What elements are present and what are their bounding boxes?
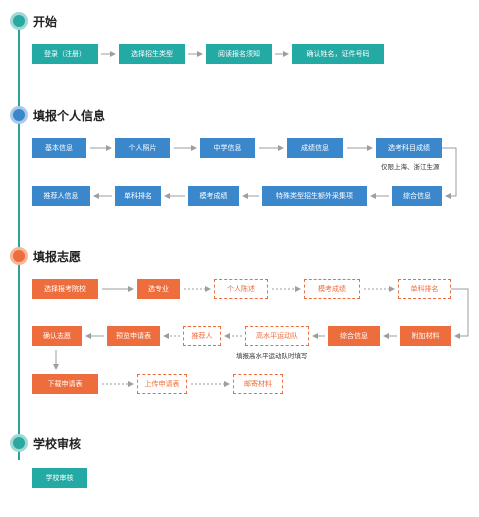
section-volunteer-title: 填报志愿: [33, 250, 82, 264]
step-basic-info: 基本信息: [32, 138, 86, 158]
step-mock-exam-2: 模考成绩: [304, 279, 360, 299]
section-review-icon: [10, 434, 28, 452]
elective-note: 仅限上海、浙江生源: [381, 163, 440, 171]
step-grades: 成绩信息: [287, 138, 343, 158]
section-start-title: 开始: [33, 15, 58, 29]
arrow: [442, 147, 457, 199]
step-upload-form: 上传申请表: [137, 374, 187, 394]
step-confirm-id: 确认姓名，证件号码: [292, 44, 384, 64]
step-subject-rank: 单科排名: [115, 186, 161, 206]
step-select-major: 选专业: [137, 279, 180, 299]
step-elective-grades: 选考科目成绩: [376, 138, 442, 158]
step-select-type: 选择招生类型: [119, 44, 185, 64]
step-recommender-2: 推荐人: [183, 326, 221, 346]
step-recommender: 推荐人信息: [32, 186, 90, 206]
step-special-items: 特殊类型招生额外采集项: [262, 186, 367, 206]
step-confirm-volunteer: 确认志愿: [32, 326, 82, 346]
step-additional-materials: 附加材料: [400, 326, 451, 346]
step-preview-form: 预览申请表: [107, 326, 160, 346]
step-comprehensive-2: 综合信息: [328, 326, 380, 346]
arrow: [451, 288, 469, 339]
step-mock-exam: 模考成绩: [188, 186, 239, 206]
step-school-review: 学校审核: [32, 468, 87, 488]
timeline-line: [18, 20, 20, 460]
section-start-icon: [10, 12, 28, 30]
section-review-title: 学校审核: [33, 437, 82, 451]
step-comprehensive: 综合信息: [392, 186, 442, 206]
section-volunteer-icon: [10, 247, 28, 265]
section-personal-title: 填报个人信息: [33, 109, 106, 123]
sports-team-note: 填报高水平运动队时填写: [236, 352, 308, 360]
step-subject-rank-2: 单科排名: [398, 279, 451, 299]
step-sports-team: 高水平运动队: [245, 326, 309, 346]
step-school-info: 中学信息: [200, 138, 255, 158]
step-download-form: 下载申请表: [32, 374, 98, 394]
step-mail-materials: 邮寄材料: [233, 374, 283, 394]
step-statement: 个人陈述: [214, 279, 268, 299]
step-photo: 个人照片: [115, 138, 170, 158]
step-login: 登录（注册）: [32, 44, 98, 64]
section-personal-icon: [10, 106, 28, 124]
step-select-school: 选择报考院校: [32, 279, 98, 299]
step-read-notice: 阅读报名须知: [206, 44, 272, 64]
